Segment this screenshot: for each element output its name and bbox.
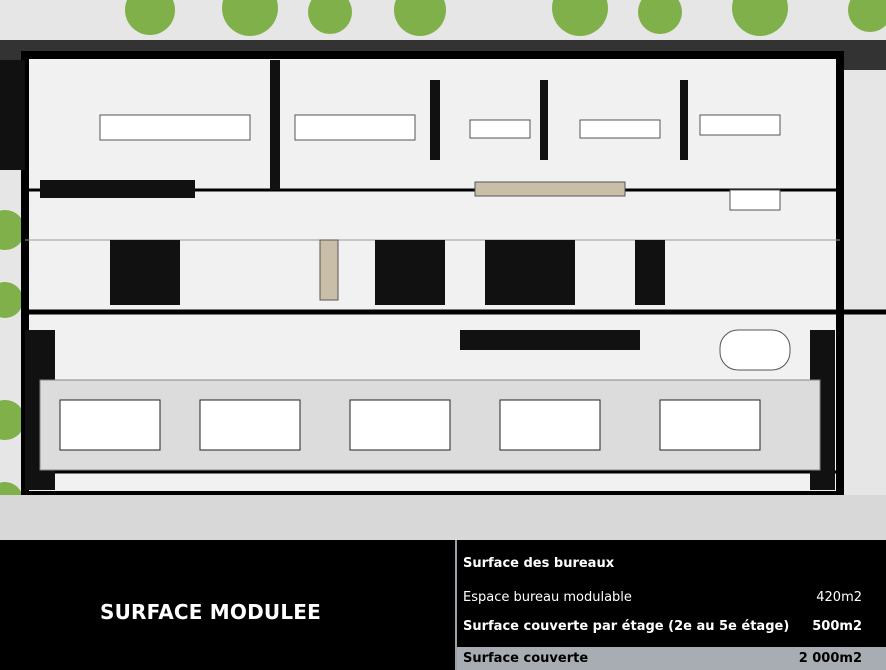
row-label: Surface couverte par étage (2e au 5e éta… — [463, 619, 790, 634]
caption-panel: SURFACE MODULEE Surface des bureaux Espa… — [0, 540, 886, 670]
row-value: 2 000m2 — [798, 651, 862, 666]
table-row: Espace bureau modulable 420m2 — [463, 590, 862, 605]
heading-label: Surface des bureaux — [463, 556, 615, 571]
caption-title: SURFACE MODULEE — [100, 600, 322, 624]
row-value: 500m2 — [812, 619, 862, 634]
table-heading: Surface des bureaux — [463, 556, 862, 571]
table-row-total: Surface couverte 2 000m2 — [457, 647, 886, 670]
row-label: Surface couverte — [463, 651, 589, 666]
row-label: Espace bureau modulable — [463, 590, 632, 605]
workstations — [59, 399, 761, 451]
surface-table: Surface des bureaux Espace bureau modula… — [455, 540, 886, 670]
table-row: Surface couverte par étage (2e au 5e éta… — [463, 619, 862, 634]
floor-plan-drawing — [0, 0, 886, 540]
floor-plan — [0, 0, 886, 540]
row-value: 420m2 — [816, 590, 862, 605]
walls — [0, 60, 835, 490]
